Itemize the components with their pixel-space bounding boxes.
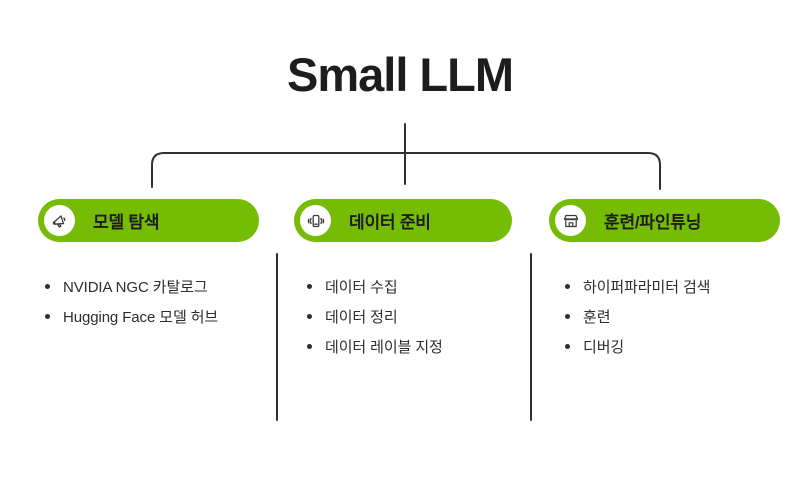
branch-list-training-finetuning: 하이퍼파라미터 검색 훈련 디버깅 (565, 271, 710, 361)
bullet-icon (45, 283, 50, 289)
bullet-icon (565, 343, 570, 349)
badge-icon-circle (300, 205, 331, 236)
badge-icon-circle (555, 205, 586, 236)
branch-list-model-exploration: NVIDIA NGC 카탈로그 Hugging Face 모델 허브 (45, 271, 218, 331)
branch-badge-model-exploration: 모델 탐색 (38, 199, 259, 242)
storefront-icon (562, 212, 580, 230)
list-item: 훈련 (565, 301, 710, 331)
column-divider (530, 253, 532, 421)
page-title: Small LLM (286, 48, 514, 101)
list-item-text: 디버깅 (583, 338, 625, 356)
list-item: 데이터 레이블 지정 (307, 331, 443, 361)
list-item-text: 데이터 레이블 지정 (325, 338, 443, 356)
branch-label: 훈련/파인튜닝 (604, 213, 702, 232)
branch-badge-data-preparation: 데이터 준비 (294, 199, 512, 242)
branch-badge-training-finetuning: 훈련/파인튜닝 (549, 199, 780, 242)
vibrating-phone-icon (307, 212, 325, 230)
list-item-text: 하이퍼파라미터 검색 (583, 278, 711, 296)
list-item-text: 데이터 정리 (325, 308, 398, 326)
list-item-text: Hugging Face 모델 허브 (63, 308, 219, 326)
list-item: 디버깅 (565, 331, 710, 361)
branch-label: 데이터 준비 (349, 213, 431, 232)
badge-icon-circle (44, 205, 75, 236)
bullet-icon (307, 313, 312, 319)
list-item-text: 훈련 (583, 308, 611, 326)
list-item: NVIDIA NGC 카탈로그 (45, 271, 218, 301)
bullet-icon (307, 283, 312, 289)
list-item-text: NVIDIA NGC 카탈로그 (63, 278, 208, 296)
branch-label: 모델 탐색 (93, 213, 160, 232)
bullet-icon (307, 343, 312, 349)
list-item: 데이터 정리 (307, 301, 443, 331)
bullet-icon (565, 283, 570, 289)
bullet-icon (45, 313, 50, 319)
bullet-icon (565, 313, 570, 319)
list-item: Hugging Face 모델 허브 (45, 301, 218, 331)
list-item-text: 데이터 수집 (325, 278, 398, 296)
column-divider (276, 253, 278, 421)
megaphone-icon (51, 212, 69, 230)
branch-list-data-preparation: 데이터 수집 데이터 정리 데이터 레이블 지정 (307, 271, 443, 361)
list-item: 하이퍼파라미터 검색 (565, 271, 710, 301)
connector-bracket (151, 152, 661, 190)
list-item: 데이터 수집 (307, 271, 443, 301)
